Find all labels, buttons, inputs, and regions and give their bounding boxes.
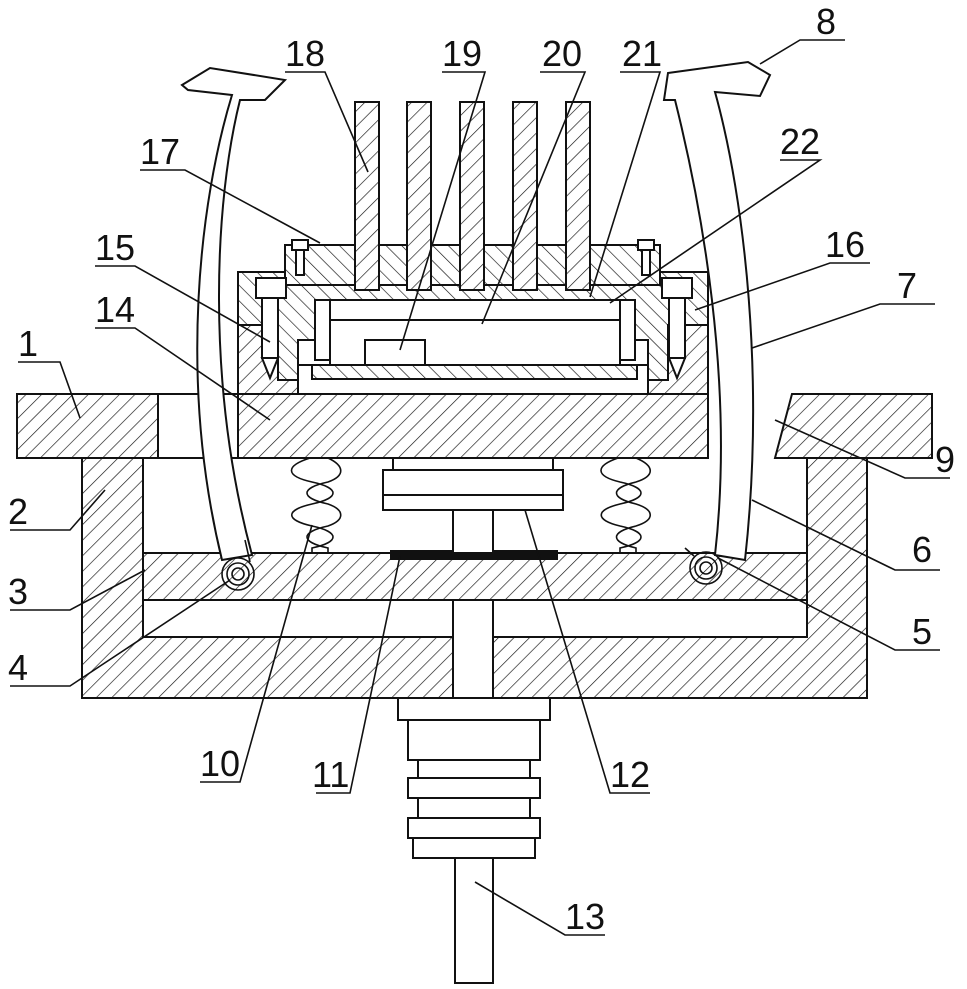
label-14: 14 xyxy=(95,289,135,330)
label-9: 9 xyxy=(935,439,955,480)
label-12: 12 xyxy=(610,754,650,795)
shaft-lower xyxy=(453,600,493,698)
label-2: 2 xyxy=(8,491,28,532)
connector-body xyxy=(408,720,540,760)
label-19: 19 xyxy=(442,33,482,74)
connector-pins xyxy=(330,300,620,320)
top-plate-right xyxy=(775,394,932,458)
central-block xyxy=(238,394,708,458)
label-7: 7 xyxy=(897,265,917,306)
label-21: 21 xyxy=(622,33,662,74)
fin-4 xyxy=(513,102,537,290)
shaft-upper xyxy=(453,510,493,553)
disc-bottom xyxy=(383,495,563,510)
label-10: 10 xyxy=(200,743,240,784)
label-3: 3 xyxy=(8,571,28,612)
spring-right xyxy=(601,458,650,553)
connector-ring-4 xyxy=(408,818,540,838)
label-18: 18 xyxy=(285,33,325,74)
top-plate-left xyxy=(17,394,175,458)
disc-top xyxy=(393,458,553,470)
circuit-board xyxy=(312,365,637,379)
chip-19 xyxy=(365,340,425,365)
label-17: 17 xyxy=(140,131,180,172)
connector-head xyxy=(398,698,550,720)
connector-ring-2 xyxy=(408,778,540,798)
label-1: 1 xyxy=(18,323,38,364)
connector-base xyxy=(413,838,535,858)
fin-5 xyxy=(566,102,590,290)
connector-ring-1 xyxy=(418,760,530,778)
label-8: 8 xyxy=(816,1,836,42)
label-4: 4 xyxy=(8,647,28,688)
fin-3 xyxy=(460,102,484,290)
cable xyxy=(455,858,493,983)
label-13: 13 xyxy=(565,896,605,937)
label-22: 22 xyxy=(780,121,820,162)
connector-ring-3 xyxy=(418,798,530,818)
label-16: 16 xyxy=(825,224,865,265)
label-20: 20 xyxy=(542,33,582,74)
label-5: 5 xyxy=(912,611,932,652)
spring-left xyxy=(291,458,340,553)
label-15: 15 xyxy=(95,227,135,268)
label-11: 11 xyxy=(312,754,349,795)
label-6: 6 xyxy=(912,529,932,570)
fin-1 xyxy=(355,102,379,290)
disc-mid xyxy=(383,470,563,495)
